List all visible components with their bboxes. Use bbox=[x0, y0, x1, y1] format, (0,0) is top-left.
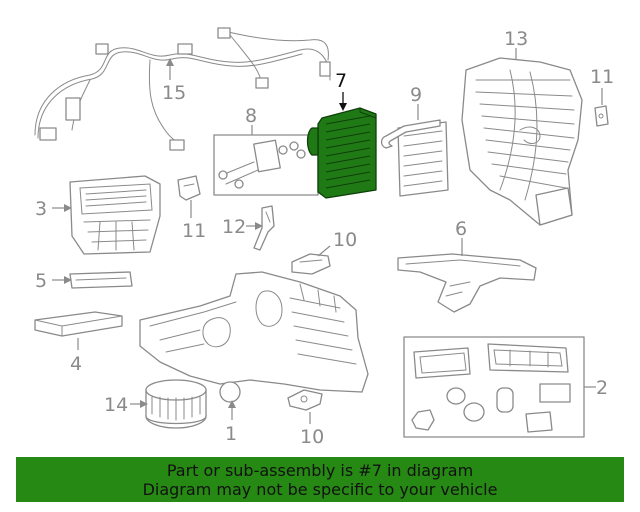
part-5-filter-door[interactable] bbox=[69, 271, 133, 289]
callout-3: 3 bbox=[35, 198, 47, 220]
part-13-distribution-case[interactable] bbox=[461, 57, 583, 226]
callout-7: 7 bbox=[335, 70, 347, 92]
callout-12: 12 bbox=[222, 216, 246, 238]
callout-14: 14 bbox=[104, 394, 128, 416]
callout-1: 1 bbox=[225, 423, 237, 445]
part-9-heater-core[interactable] bbox=[380, 119, 449, 197]
callout-2: 2 bbox=[596, 377, 608, 399]
part-4-cabin-air-filter[interactable] bbox=[34, 311, 123, 337]
banner-line-2: Diagram may not be specific to your vehi… bbox=[142, 479, 498, 499]
callout-4: 4 bbox=[70, 353, 82, 375]
part-10-clip-lower[interactable] bbox=[287, 389, 323, 411]
callout-11-left: 11 bbox=[182, 220, 206, 242]
part-10-clip-upper[interactable] bbox=[291, 253, 331, 275]
callout-15: 15 bbox=[162, 82, 186, 104]
callout-9: 9 bbox=[410, 84, 422, 106]
callout-10-lower: 10 bbox=[300, 426, 324, 448]
part-14-blower-motor[interactable] bbox=[145, 379, 207, 429]
part-3-blower-housing[interactable] bbox=[69, 175, 161, 255]
highlight-banner: Part or sub-assembly is #7 in diagram Di… bbox=[16, 457, 624, 502]
callout-5: 5 bbox=[35, 270, 47, 292]
part-7-evaporator-core[interactable] bbox=[306, 107, 377, 199]
callout-6: 6 bbox=[455, 218, 467, 240]
part-8-hardware-kit[interactable] bbox=[213, 134, 319, 196]
callout-10-upper: 10 bbox=[333, 229, 357, 251]
part-11-clip-right[interactable] bbox=[594, 105, 609, 127]
callout-11-right: 11 bbox=[590, 66, 614, 88]
callout-8: 8 bbox=[245, 105, 257, 127]
part-12-sensor[interactable] bbox=[253, 205, 275, 251]
part-11-bracket-left[interactable] bbox=[177, 175, 201, 201]
callout-13: 13 bbox=[504, 28, 528, 50]
part-15-wiring-harness[interactable] bbox=[34, 27, 331, 151]
part-6-duct[interactable] bbox=[397, 253, 537, 313]
part-1-hvac-housing[interactable] bbox=[139, 271, 369, 403]
part-2-seal-kit[interactable] bbox=[403, 336, 585, 438]
banner-line-1: Part or sub-assembly is #7 in diagram bbox=[166, 460, 474, 480]
